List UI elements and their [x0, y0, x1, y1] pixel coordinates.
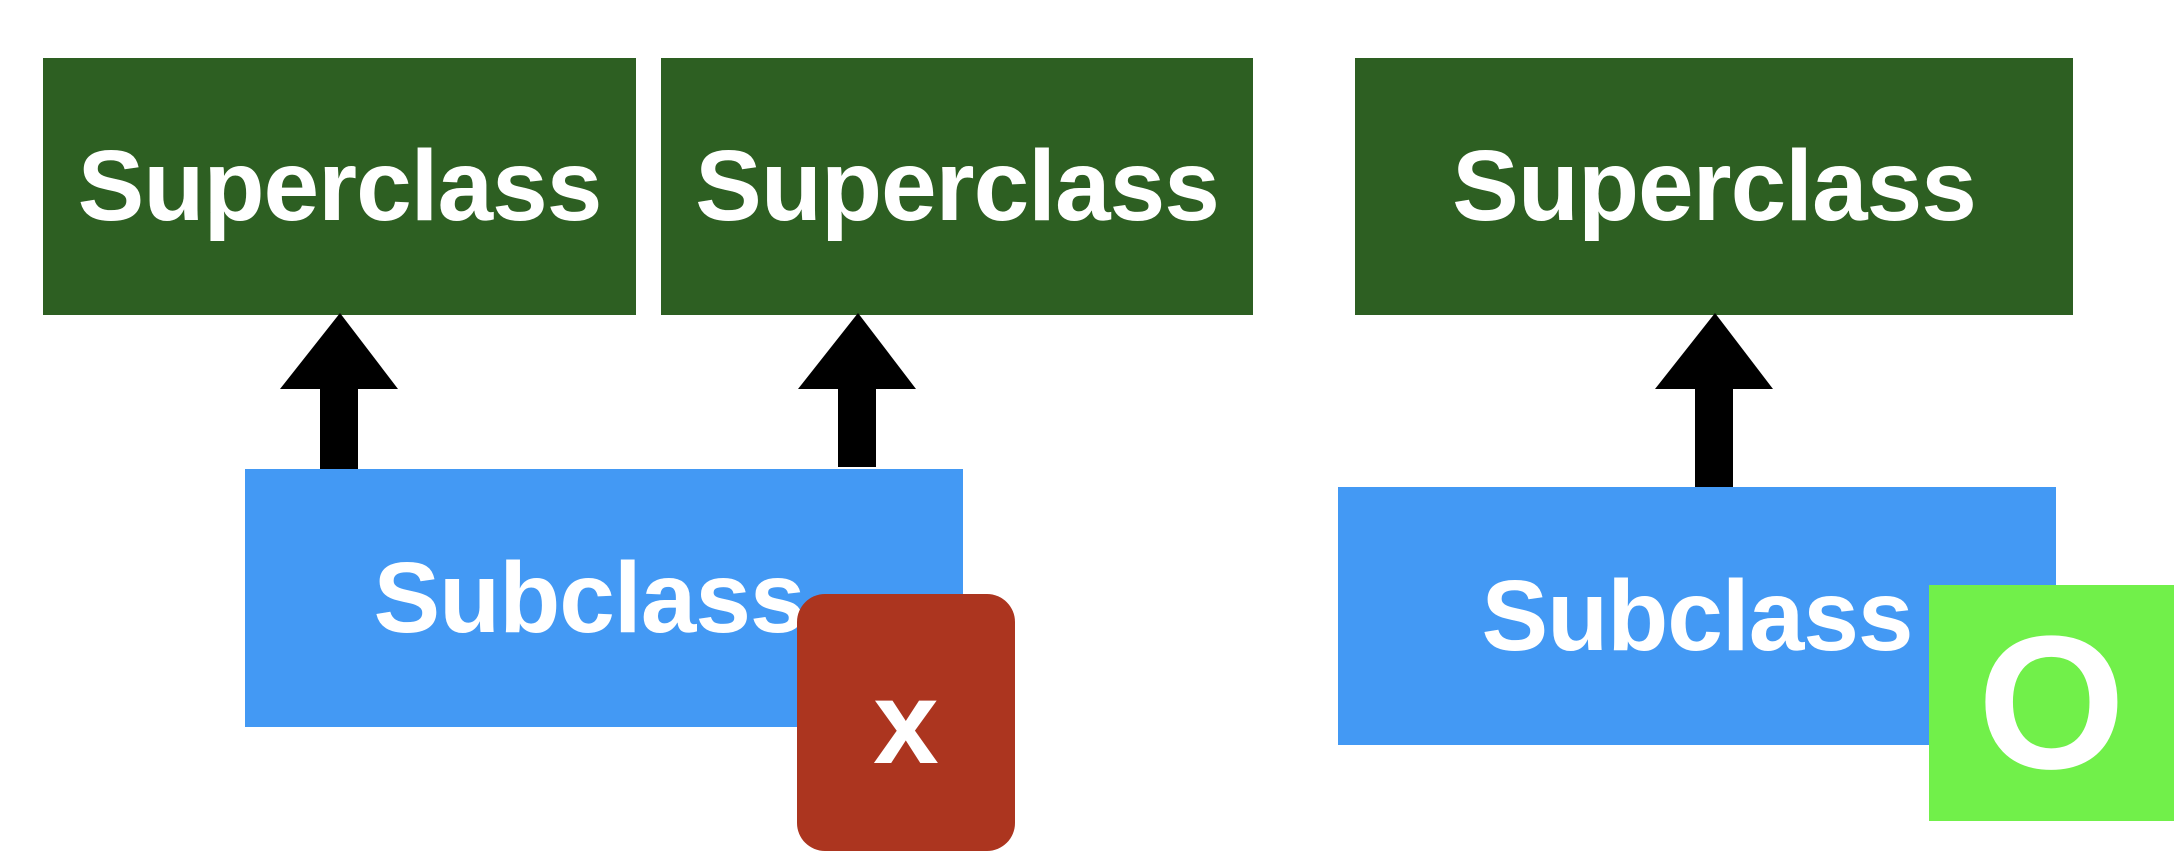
superclass-label: Superclass	[77, 130, 603, 242]
verdict-label: x	[873, 656, 939, 789]
superclass-box-left-2: Superclass	[661, 58, 1253, 315]
inheritance-arrow-left-1	[280, 313, 398, 482]
superclass-box-right: Superclass	[1355, 58, 2073, 315]
superclass-label: Superclass	[695, 130, 1220, 242]
inheritance-arrow-left-2	[798, 313, 916, 467]
superclass-label: Superclass	[1452, 130, 1977, 242]
subclass-label: Subclass	[373, 541, 805, 654]
inheritance-arrow-right	[1655, 313, 1773, 489]
o-mark-icon: O	[1929, 585, 2174, 821]
superclass-box-left-1: Superclass	[43, 58, 636, 315]
subclass-label: Subclass	[1481, 559, 1913, 672]
verdict-label: O	[1977, 597, 2126, 809]
x-mark-icon: x	[797, 594, 1015, 851]
